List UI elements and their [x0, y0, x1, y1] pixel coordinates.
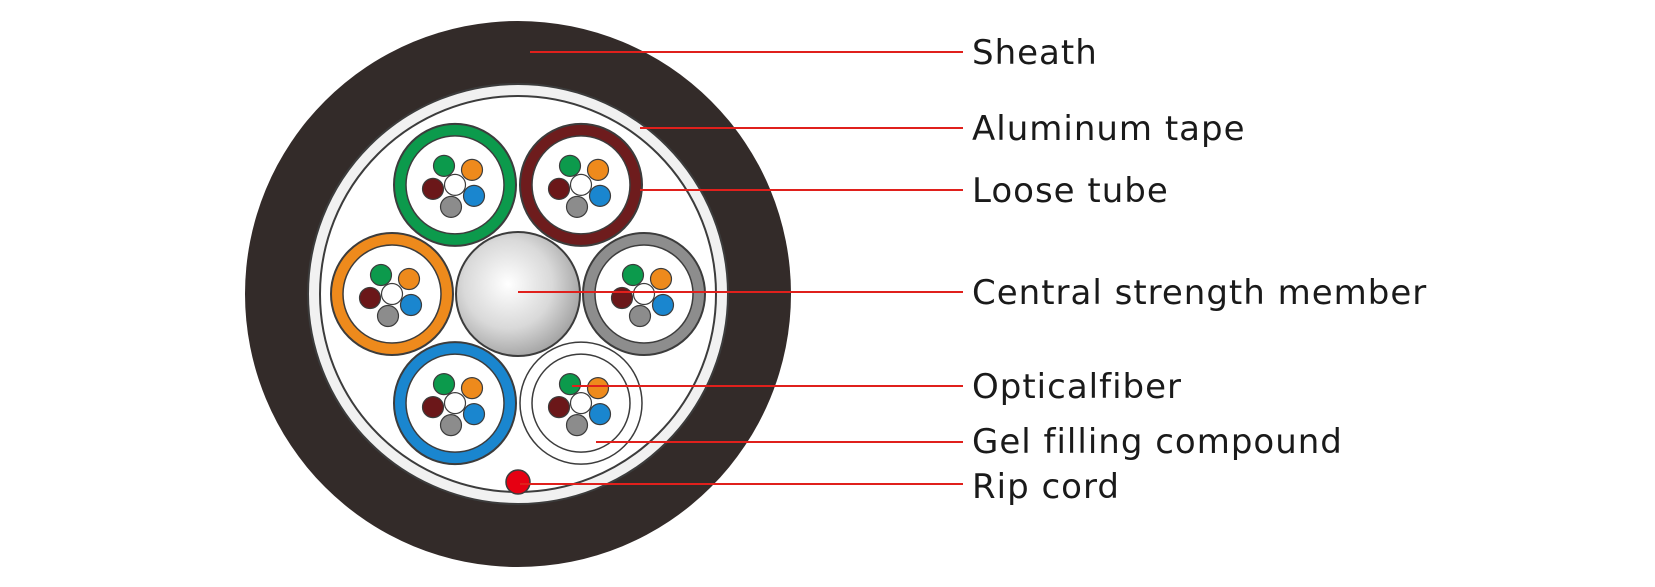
optical-fiber-blue [651, 293, 675, 317]
optical-fiber-white [569, 392, 593, 415]
optical-fiber-orange [397, 267, 421, 291]
optical-fiber-blue [588, 184, 612, 207]
optical-fiber-orange [586, 158, 610, 181]
optical-fiber-white [443, 173, 467, 196]
optical-fiber-blue [462, 184, 486, 207]
central-strength-member [455, 231, 581, 357]
loose-tubes-layer [330, 122, 706, 466]
optical-fiber-brown [421, 396, 445, 419]
optical-fiber-gray [628, 304, 652, 328]
optical-fiber-gray [565, 195, 589, 218]
optical-fiber-green [432, 154, 456, 177]
label-rip-cord: Rip cord [972, 467, 1120, 507]
optical-fiber-blue [588, 403, 612, 426]
optical-fiber-orange [649, 267, 673, 291]
optical-fiber-orange [460, 158, 484, 181]
rip-cord [505, 469, 531, 495]
loose-tube-brown [519, 122, 643, 247]
optical-fiber-brown [358, 286, 382, 310]
optical-fiber-green [432, 373, 456, 396]
optical-fiber-green [558, 154, 582, 177]
optical-fiber-brown [421, 177, 445, 200]
optical-fiber-gray [439, 195, 463, 218]
optical-fiber-orange [586, 377, 610, 400]
loose-tube-blue [393, 341, 517, 466]
optical-fiber-green [621, 263, 645, 287]
optical-fiber-gray [439, 414, 463, 437]
cable-cross-section [245, 21, 791, 567]
optical-fiber-white [443, 392, 467, 415]
label-gel-filling-compound: Gel filling compound [972, 422, 1343, 462]
optical-fiber-blue [399, 293, 423, 317]
optical-fiber-white [380, 282, 404, 306]
optical-fiber-brown [610, 286, 634, 310]
label-sheath: Sheath [972, 33, 1098, 73]
optical-fiber-white [632, 282, 656, 306]
label-optical-fiber: Opticalfiber [972, 367, 1182, 407]
loose-tube-green [393, 122, 517, 247]
loose-tube-orange [330, 232, 454, 356]
optical-fiber-blue [462, 403, 486, 426]
loose-tube-gray [582, 232, 706, 356]
loose-tube-natural [519, 341, 643, 465]
label-loose-tube: Loose tube [972, 171, 1169, 211]
optical-fiber-white [569, 173, 593, 196]
label-central-strength-member: Central strength member [972, 273, 1427, 313]
label-aluminum-tape: Aluminum tape [972, 109, 1246, 149]
optical-fiber-green [369, 263, 393, 287]
callout-labels: Sheath Aluminum tape Loose tube Central … [972, 33, 1427, 507]
optical-fiber-gray [376, 304, 400, 328]
optical-fiber-green [558, 373, 582, 396]
optical-fiber-brown [547, 177, 571, 200]
leader-lines [518, 51, 963, 485]
optical-fiber-orange [460, 377, 484, 400]
optical-fiber-brown [547, 396, 571, 419]
optical-fiber-gray [565, 414, 589, 437]
